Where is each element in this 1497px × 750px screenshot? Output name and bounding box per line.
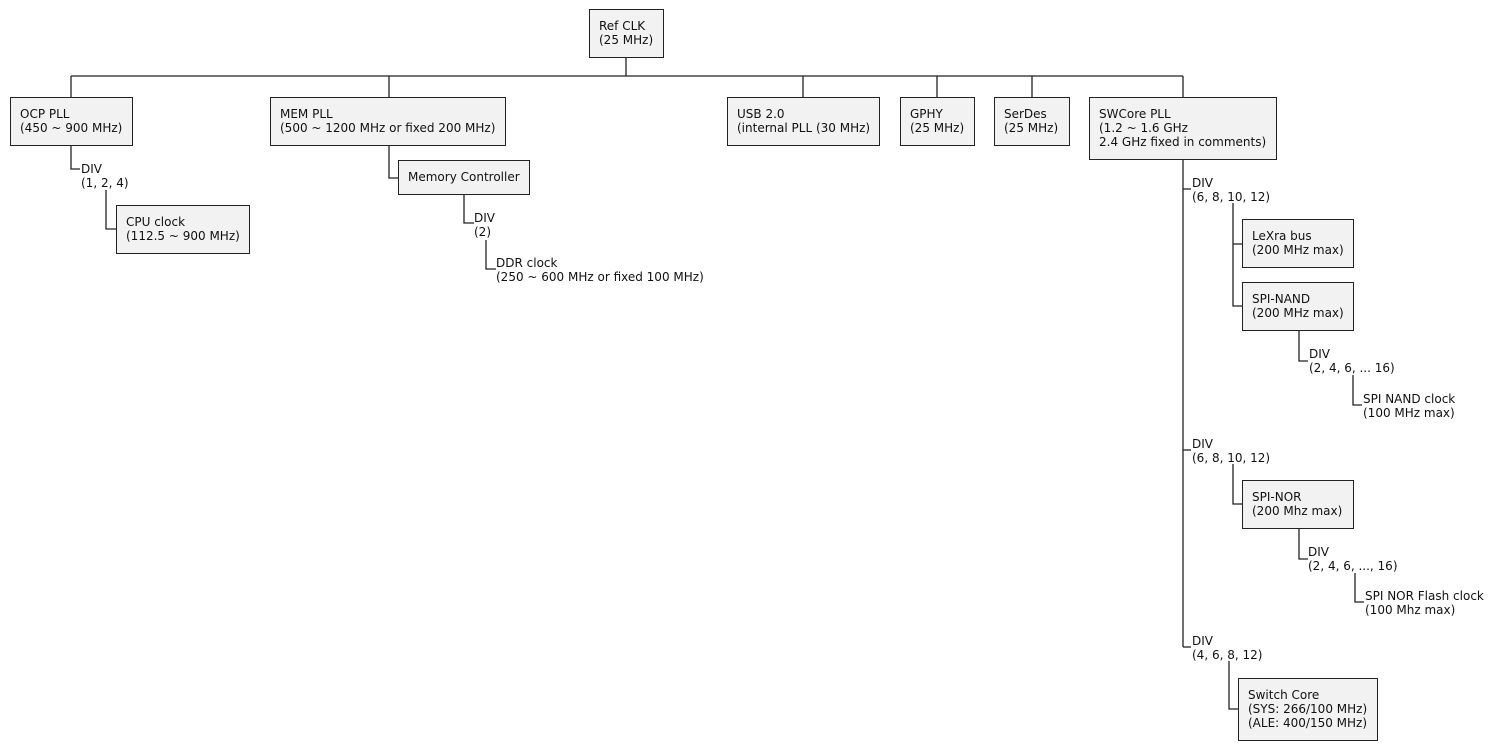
ocp-pll-node: OCP PLL (450 ~ 900 MHz) bbox=[10, 97, 133, 146]
lexra-bus-title: LeXra bus bbox=[1252, 229, 1312, 243]
ddr-clock-line bbox=[485, 240, 496, 270]
ocp-div-title: DIV bbox=[81, 162, 102, 176]
nor-div-title: DIV bbox=[1308, 545, 1329, 559]
nand-div-title: DIV bbox=[1309, 347, 1330, 361]
nand-div-label: DIV (2, 4, 6, ... 16) bbox=[1309, 347, 1395, 375]
swcore-pll-title: SWCore PLL bbox=[1099, 107, 1171, 121]
mem-div-label: DIV (2) bbox=[474, 211, 495, 239]
swcore-div1-label: DIV (6, 8, 10, 12) bbox=[1192, 176, 1270, 204]
gphy-node: GPHY (25 MHz) bbox=[900, 97, 975, 146]
swcore-pll-node: SWCore PLL (1.2 ~ 1.6 GHz 2.4 GHz fixed … bbox=[1089, 97, 1277, 160]
memory-controller-title: Memory Controller bbox=[408, 170, 520, 184]
nand-div-values: (2, 4, 6, ... 16) bbox=[1309, 361, 1395, 375]
lexra-bus-node: LeXra bus (200 MHz max) bbox=[1242, 219, 1354, 268]
ocp-div-line bbox=[70, 146, 80, 170]
usb-node: USB 2.0 (internal PLL (30 MHz) bbox=[727, 97, 880, 146]
spi-nand-title: SPI-NAND bbox=[1252, 292, 1311, 306]
spi-nand-clock-label: SPI NAND clock (100 MHz max) bbox=[1363, 392, 1455, 420]
usb-freq: (internal PLL (30 MHz) bbox=[737, 121, 871, 135]
spi-nor-title: SPI-NOR bbox=[1252, 490, 1302, 504]
ref-clk-node: Ref CLK (25 MHz) bbox=[589, 9, 664, 58]
ocp-pll-title: OCP PLL bbox=[20, 107, 70, 121]
spi-nand-freq: (200 MHz max) bbox=[1252, 306, 1344, 320]
spi-nor-clock-title: SPI NOR Flash clock bbox=[1365, 589, 1484, 603]
swcore-div3-values: (4, 6, 8, 12) bbox=[1192, 648, 1263, 662]
spi-nand-clock-freq: (100 MHz max) bbox=[1363, 406, 1455, 420]
switch-core-line bbox=[1228, 661, 1239, 710]
serdes-title: SerDes bbox=[1004, 107, 1047, 121]
gphy-freq: (25 MHz) bbox=[910, 121, 965, 135]
spi-nor-node: SPI-NOR (200 Mhz max) bbox=[1242, 480, 1354, 529]
nand-div-line bbox=[1298, 331, 1308, 362]
swcore-div1-title: DIV bbox=[1192, 176, 1213, 190]
cpu-clock-node: CPU clock (112.5 ~ 900 MHz) bbox=[116, 205, 250, 254]
gphy-title: GPHY bbox=[910, 107, 943, 121]
switch-core-title: Switch Core bbox=[1248, 688, 1320, 702]
swcore-div2-title: DIV bbox=[1192, 437, 1213, 451]
ocp-pll-freq: (450 ~ 900 MHz) bbox=[20, 121, 123, 135]
spi-nor-clock-label: SPI NOR Flash clock (100 Mhz max) bbox=[1365, 589, 1484, 617]
nor-div-line bbox=[1298, 528, 1308, 560]
nor-clock-line bbox=[1354, 573, 1364, 603]
swcore-div3-label: DIV (4, 6, 8, 12) bbox=[1192, 634, 1262, 662]
mem-div-line bbox=[463, 195, 474, 224]
switch-core-node: Switch Core (SYS: 266/100 MHz) (ALE: 400… bbox=[1238, 678, 1378, 741]
swcore-div1-values: (6, 8, 10, 12) bbox=[1192, 190, 1271, 204]
mem-pll-node: MEM PLL (500 ~ 1200 MHz or fixed 200 MHz… bbox=[270, 97, 506, 146]
serdes-node: SerDes (25 MHz) bbox=[994, 97, 1070, 146]
ref-clk-title: Ref CLK bbox=[599, 19, 646, 33]
memory-controller-node: Memory Controller bbox=[398, 160, 530, 195]
usb-title: USB 2.0 bbox=[737, 107, 785, 121]
swcore-div2-values: (6, 8, 10, 12) bbox=[1192, 451, 1271, 465]
spi-nor-freq: (200 Mhz max) bbox=[1252, 504, 1343, 518]
mem-div-values: (2) bbox=[474, 225, 491, 239]
ddr-clock-title: DDR clock bbox=[496, 256, 558, 270]
nor-div-values: (2, 4, 6, ..., 16) bbox=[1308, 559, 1398, 573]
mem-pll-title: MEM PLL bbox=[280, 107, 333, 121]
switch-core-ale-freq: (ALE: 400/150 MHz) bbox=[1248, 716, 1368, 730]
mem-div-title: DIV bbox=[474, 211, 495, 225]
cpu-clock-title: CPU clock bbox=[126, 215, 186, 229]
nand-clock-line bbox=[1352, 375, 1362, 406]
swcore-div3-title: DIV bbox=[1192, 634, 1213, 648]
spi-nand-clock-title: SPI NAND clock bbox=[1363, 392, 1456, 406]
swcore-div2-label: DIV (6, 8, 10, 12) bbox=[1192, 437, 1270, 465]
cpu-clock-line bbox=[105, 190, 117, 230]
swcore-pll-freq-note: 2.4 GHz fixed in comments) bbox=[1099, 135, 1267, 149]
switch-core-sys-freq: (SYS: 266/100 MHz) bbox=[1248, 702, 1368, 716]
ddr-clock-label: DDR clock (250 ~ 600 MHz or fixed 100 MH… bbox=[496, 256, 704, 284]
spinor-line bbox=[1232, 464, 1243, 505]
mem-controller-line bbox=[388, 146, 399, 179]
spi-nor-clock-freq: (100 Mhz max) bbox=[1365, 603, 1456, 617]
spi-nand-node: SPI-NAND (200 MHz max) bbox=[1242, 282, 1354, 331]
ref-clk-freq: (25 MHz) bbox=[599, 33, 654, 47]
mem-pll-freq: (500 ~ 1200 MHz or fixed 200 MHz) bbox=[280, 121, 496, 135]
div1-branch-line bbox=[1232, 203, 1243, 307]
lexra-bus-freq: (200 MHz max) bbox=[1252, 243, 1344, 257]
nor-div-label: DIV (2, 4, 6, ..., 16) bbox=[1308, 545, 1398, 573]
ocp-div-label: DIV (1, 2, 4) bbox=[81, 162, 129, 190]
ddr-clock-freq: (250 ~ 600 MHz or fixed 100 MHz) bbox=[496, 270, 704, 284]
cpu-clock-freq: (112.5 ~ 900 MHz) bbox=[126, 229, 240, 243]
swcore-pll-freq: (1.2 ~ 1.6 GHz bbox=[1099, 121, 1188, 135]
ocp-div-values: (1, 2, 4) bbox=[81, 176, 129, 190]
serdes-freq: (25 MHz) bbox=[1004, 121, 1059, 135]
